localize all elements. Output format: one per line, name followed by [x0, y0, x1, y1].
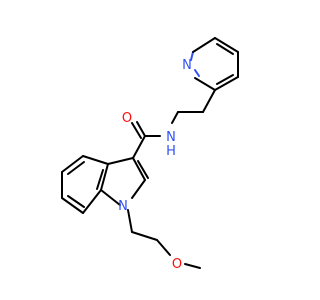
carbonyl-oxygen-label: O	[122, 111, 132, 126]
bond	[214, 37, 239, 53]
methoxyethyl-chain	[127, 209, 201, 269]
bond	[194, 77, 216, 91]
double-bond	[67, 161, 85, 175]
bond	[184, 263, 201, 269]
bond	[132, 157, 146, 181]
double-bond	[96, 169, 104, 190]
double-bond	[216, 74, 234, 85]
amide-hydrogen-label: H	[166, 144, 176, 159]
bond	[214, 76, 239, 91]
double-bond	[67, 195, 85, 208]
bond	[192, 37, 216, 53]
bond	[100, 189, 121, 206]
bond	[82, 155, 109, 165]
bond	[61, 197, 84, 214]
double-bond	[137, 160, 149, 179]
bond	[107, 157, 134, 165]
pyridine-ring	[190, 37, 239, 91]
bond	[61, 155, 84, 173]
atom-labels: N N H O N O	[118, 58, 192, 272]
pyrrole-ring	[100, 157, 149, 206]
bond	[190, 51, 194, 61]
bond	[82, 189, 102, 214]
benzene-ring	[61, 155, 109, 214]
double-bond	[131, 122, 142, 139]
double-bond	[194, 69, 200, 77]
bond	[156, 239, 171, 256]
ether-oxygen-label: O	[172, 257, 182, 272]
bond	[136, 121, 146, 137]
ethyl-linker	[171, 89, 216, 124]
amide-nitrogen-label: N	[166, 130, 176, 145]
structure-canvas: N N H O N O	[61, 37, 239, 272]
bond	[131, 179, 146, 199]
amide-group	[131, 121, 161, 159]
bond	[127, 209, 133, 233]
pyridine-nitrogen-label: N	[182, 58, 192, 73]
bond	[202, 89, 216, 113]
indole-nitrogen-label: N	[118, 199, 128, 214]
bond	[100, 163, 109, 191]
molecule-structure: N N H O N O	[61, 37, 239, 272]
bond	[131, 231, 158, 241]
bond	[171, 111, 179, 124]
double-bond	[216, 43, 234, 55]
bond	[132, 135, 146, 159]
